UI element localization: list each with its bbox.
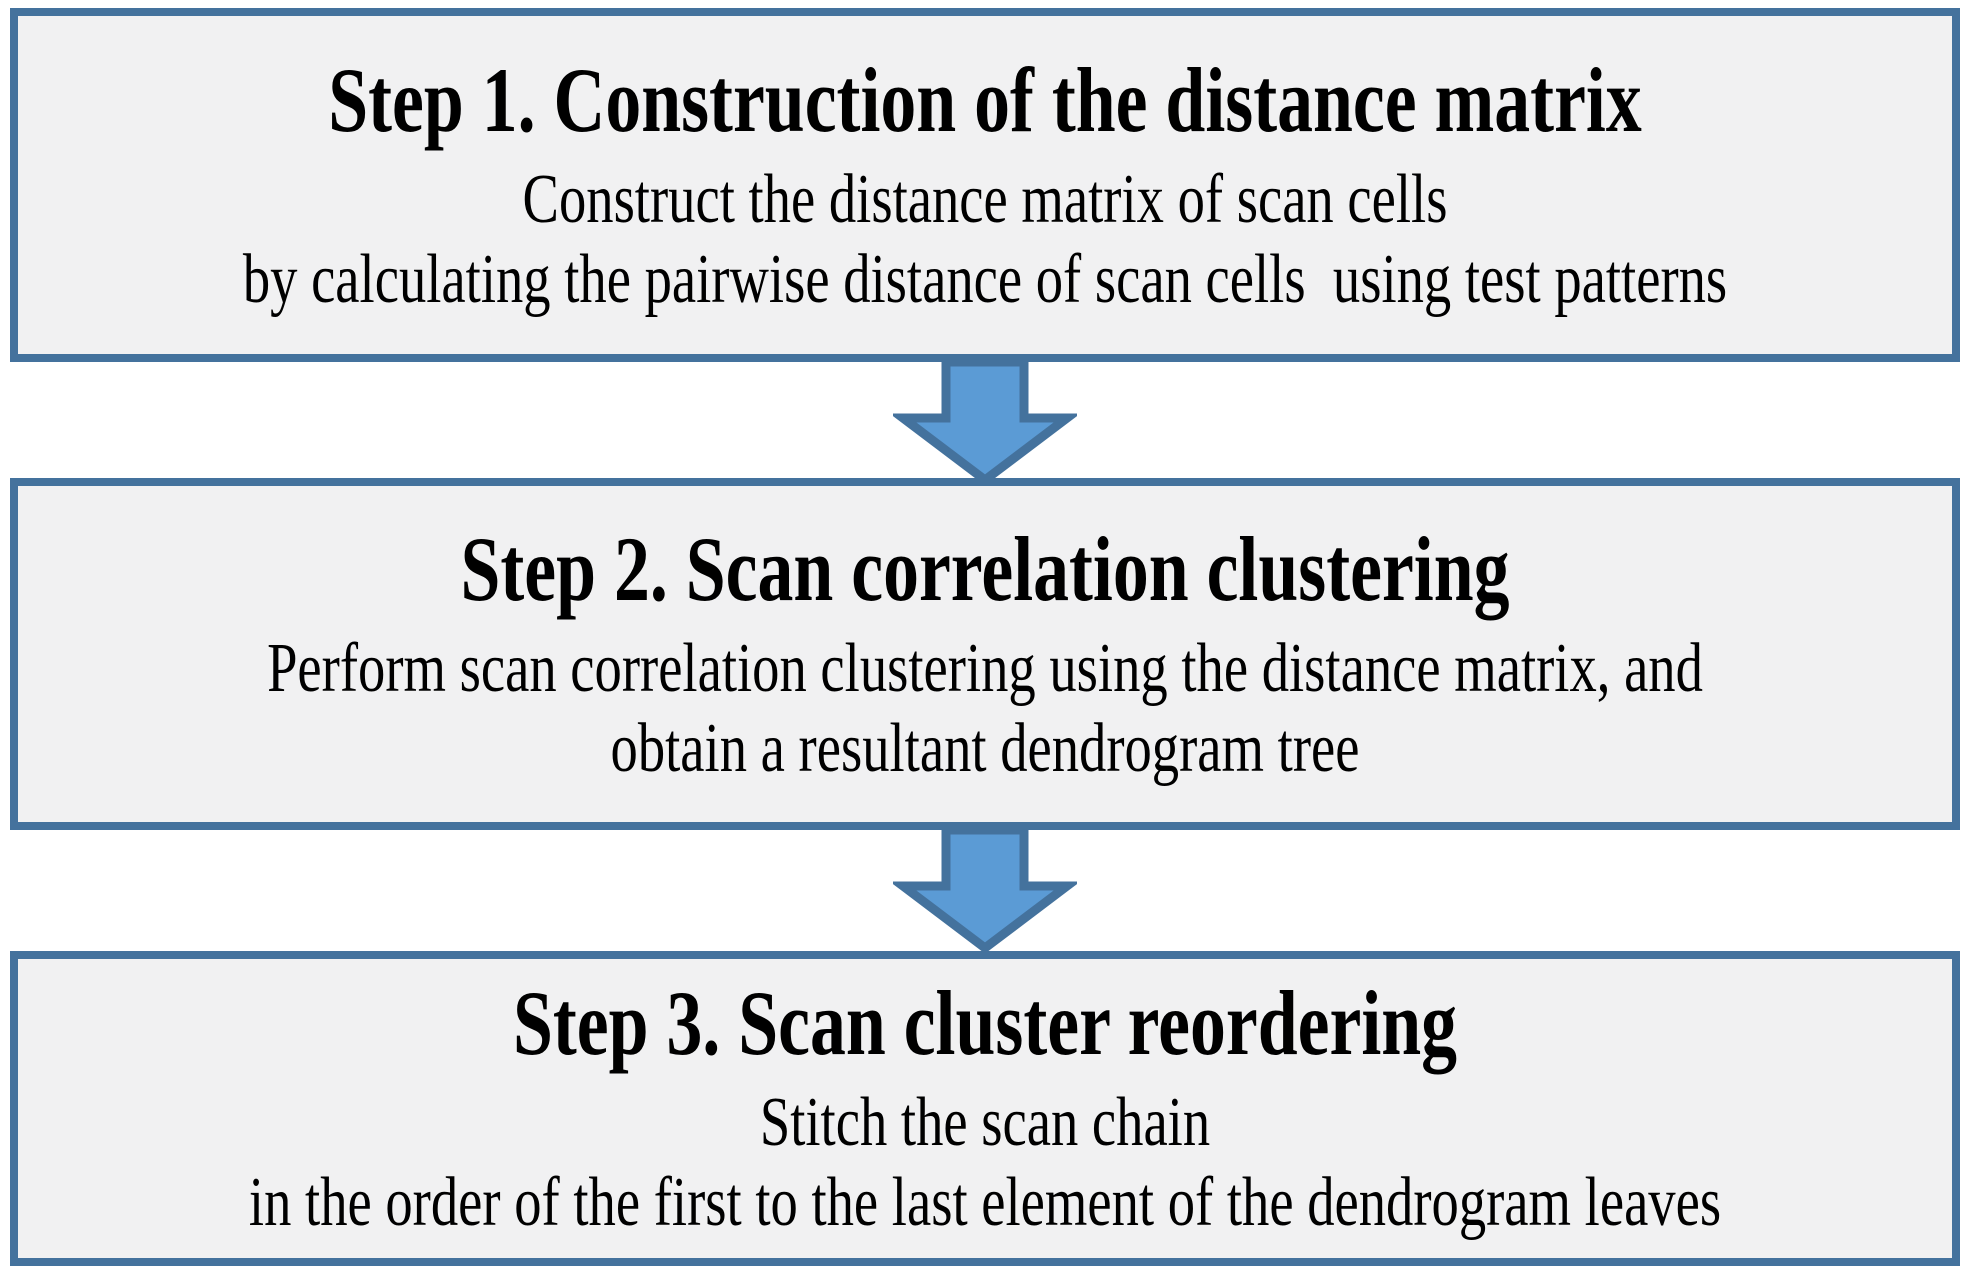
step-2-content: Step 2. Scan correlation clustering Perf… (231, 486, 1740, 822)
step-1-content: Step 1. Construction of the distance mat… (231, 16, 1740, 354)
step-3-content: Step 3. Scan cluster reordering Stitch t… (231, 959, 1740, 1258)
step-3-title: Step 3. Scan cluster reordering (512, 972, 1458, 1075)
step-2-description-line: Perform scan correlation clustering usin… (267, 629, 1703, 707)
down-arrow-icon (893, 825, 1077, 954)
step-2-description-line: obtain a resultant dendrogram tree (610, 709, 1360, 787)
down-arrow-icon (893, 357, 1077, 486)
step-3-description-line: in the order of the first to the last el… (248, 1164, 1722, 1242)
step-2-box: Step 2. Scan correlation clustering Perf… (10, 478, 1960, 830)
step-2-title: Step 2. Scan correlation clustering (460, 517, 1510, 620)
step-1-description-line: by calculating the pairwise distance of … (242, 240, 1728, 318)
step-1-title: Step 1. Construction of the distance mat… (328, 48, 1642, 151)
step-1-description-line: Construct the distance matrix of scan ce… (522, 160, 1448, 238)
step-3-description-line: Stitch the scan chain (759, 1084, 1211, 1162)
step-3-box: Step 3. Scan cluster reordering Stitch t… (10, 951, 1960, 1266)
step-1-box: Step 1. Construction of the distance mat… (10, 8, 1960, 362)
